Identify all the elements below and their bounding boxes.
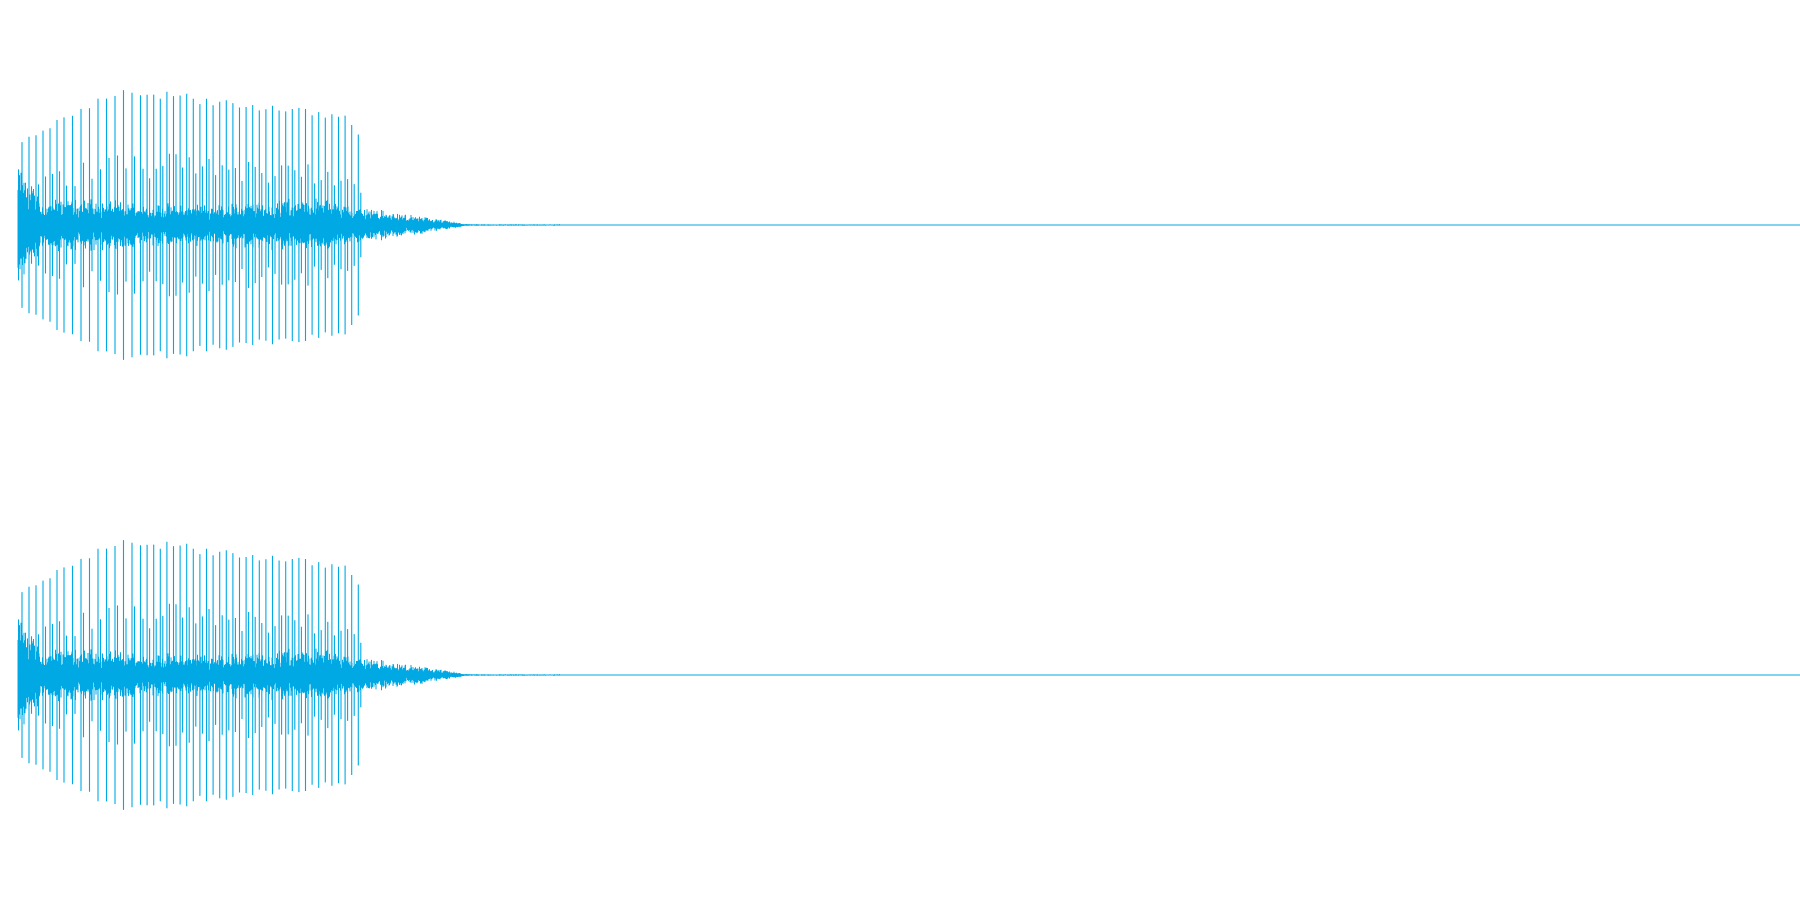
channel-2-waveform: [17, 540, 560, 810]
waveform-transients: [21, 90, 362, 360]
waveform-channel-2: [17, 540, 1800, 810]
waveform-transients: [21, 540, 362, 810]
waveform-channel-1: [17, 90, 1800, 360]
channel-1-waveform: [17, 90, 560, 360]
